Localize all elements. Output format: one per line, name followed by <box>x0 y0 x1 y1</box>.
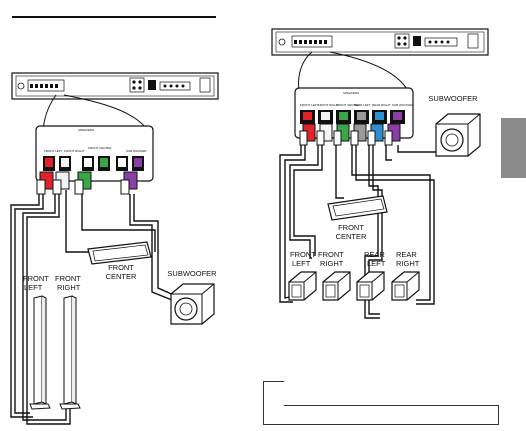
jack-label: FRONT CENTER <box>88 146 112 150</box>
label-rear-left: REAR <box>364 250 385 259</box>
label-front-right: RIGHT <box>320 259 344 268</box>
left-diagram: SPEAKERS FRONT LEFT FRONT RIGHT FRONT CE… <box>10 72 219 425</box>
label-front-left: LEFT <box>292 259 311 268</box>
jack-label: FRONT RIGHT <box>318 103 339 107</box>
label-rear-left: LEFT <box>367 259 386 268</box>
speaker-plug-blue <box>367 123 384 146</box>
jack-label: REAR RIGHT <box>372 103 391 107</box>
note-box <box>263 381 499 425</box>
front-center-speaker <box>87 241 152 265</box>
label-front-right: FRONT <box>55 274 81 283</box>
jack-label: FRONT LEFT <box>44 149 63 153</box>
label-front-center: CENTER <box>336 232 367 241</box>
front-left-tower <box>29 295 51 410</box>
speaker-plug-green <box>74 171 92 195</box>
jack-label: FRONT RIGHT <box>64 149 85 153</box>
cables-left <box>10 190 177 425</box>
speaker-plug-grey <box>350 123 367 146</box>
section-rule <box>12 16 216 18</box>
speaker-plug-purple <box>384 123 401 146</box>
jack-label: SUB WOOFER <box>392 103 413 107</box>
speaker-plug-white <box>52 171 70 195</box>
panel-caption: SPEAKERS <box>343 91 359 95</box>
speaker-plug-red <box>36 171 54 195</box>
speaker-plug-green <box>333 123 350 146</box>
rear-right-satellite <box>391 271 420 301</box>
label-front-right: FRONT <box>318 250 344 259</box>
panel-caption: SPEAKERS <box>78 128 94 132</box>
subwoofer-right <box>435 113 481 157</box>
label-rear-right: REAR <box>396 250 417 259</box>
rear-left-satellite <box>356 271 385 301</box>
label-rear-right: RIGHT <box>396 259 420 268</box>
cables-right <box>279 145 440 319</box>
front-center-speaker <box>327 195 388 221</box>
jack-label: FRONT CENTER <box>336 103 360 107</box>
front-right-satellite <box>322 271 351 301</box>
jack-label: SUB WOOFER <box>126 149 147 153</box>
jack-label: REAR LEFT <box>354 103 371 107</box>
zoom-callout-left: SPEAKERS FRONT LEFT FRONT RIGHT FRONT CE… <box>35 125 154 182</box>
label-front-center: FRONT <box>338 223 364 232</box>
subwoofer-left <box>170 283 215 325</box>
label-front-center: FRONT <box>108 263 134 272</box>
right-diagram: SPEAKERS FRONT LEFT FRONT RIGHT FRONT CE… <box>271 28 489 319</box>
label-subwoofer: SUBWOOFER <box>167 269 217 278</box>
label-front-left: LEFT <box>24 283 43 292</box>
jack-label: FRONT LEFT <box>300 103 319 107</box>
side-tab <box>501 118 526 178</box>
front-left-satellite <box>288 271 317 301</box>
speaker-plug-white <box>316 123 333 146</box>
label-front-right: RIGHT <box>57 283 81 292</box>
label-front-center: CENTER <box>106 272 137 281</box>
label-front-left: FRONT <box>290 250 316 259</box>
speaker-plug-red <box>299 123 316 146</box>
front-right-tower <box>59 295 81 410</box>
label-subwoofer: SUBWOOFER <box>428 94 478 103</box>
main-unit-left <box>11 72 219 100</box>
label-front-left: FRONT <box>23 274 49 283</box>
main-unit-right <box>271 28 489 56</box>
speaker-plug-purple <box>120 171 138 195</box>
